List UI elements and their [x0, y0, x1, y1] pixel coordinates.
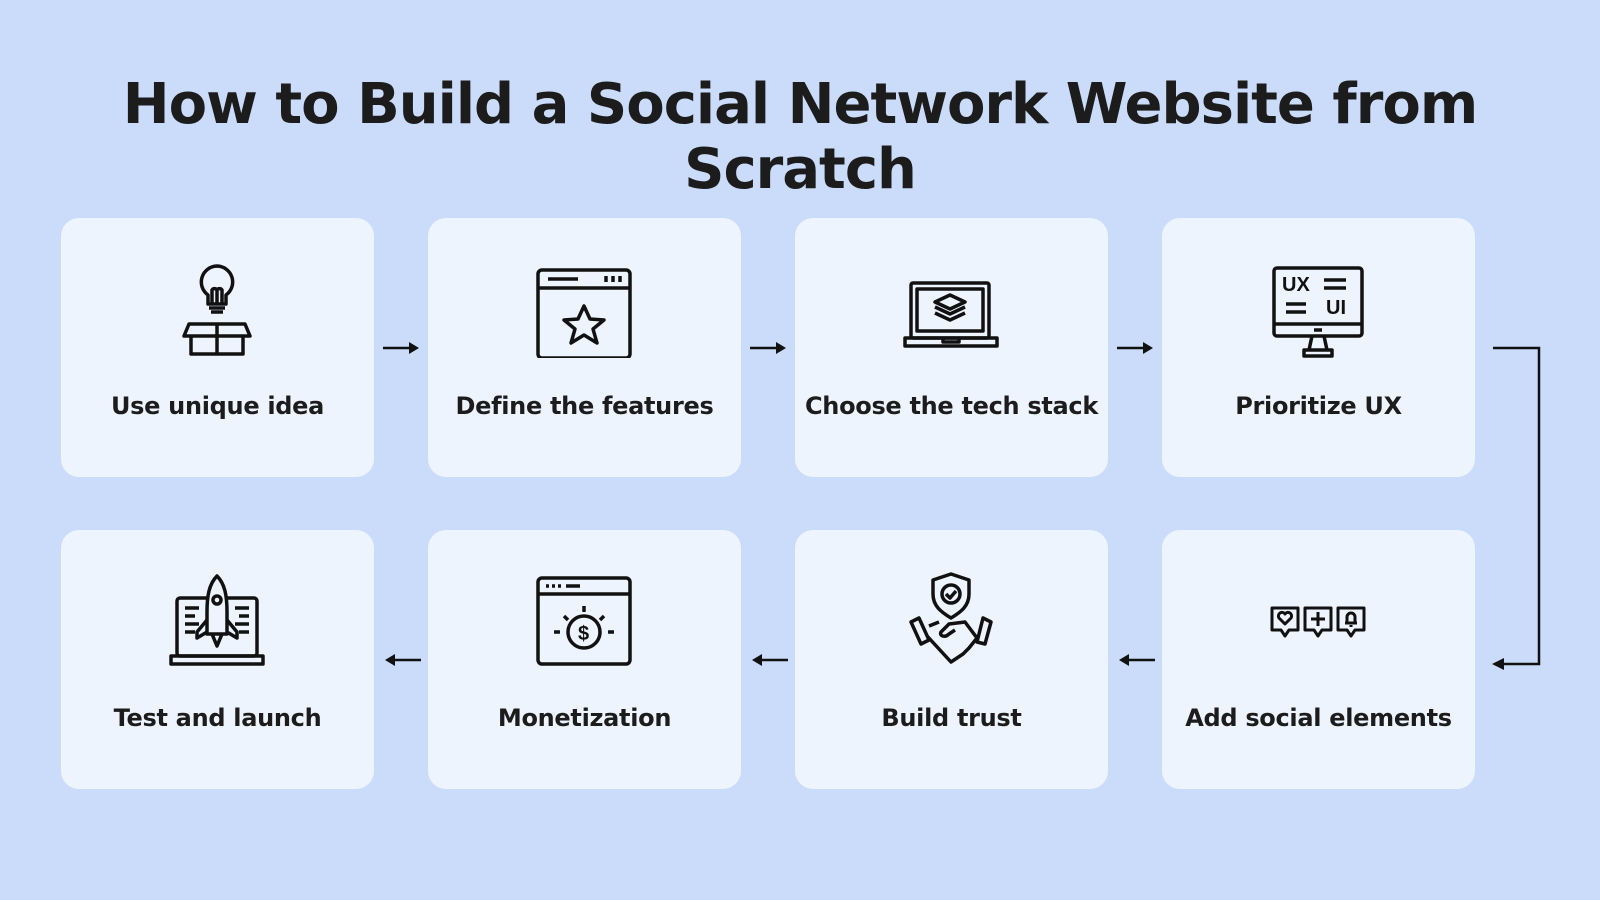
step-card-define-the-features: Define the features — [428, 218, 741, 477]
arrow-right-icon — [1117, 342, 1153, 354]
connector-arrow-down-icon — [1492, 346, 1541, 670]
step-label: Monetization — [497, 704, 672, 732]
arrow-right-icon — [750, 342, 786, 354]
browser-dollar-icon: $ — [536, 576, 632, 666]
svg-text:$: $ — [578, 623, 589, 645]
arrow-left-icon — [752, 654, 788, 666]
svg-text:UX: UX — [1282, 274, 1310, 296]
laptop-layers-icon — [903, 281, 999, 348]
step-card-use-unique-idea: Use unique idea — [61, 218, 374, 477]
step-label: Test and launch — [113, 704, 322, 732]
step-card-prioritize-ux: UX UI Prioritize UX — [1162, 218, 1475, 477]
step-label: Use unique idea — [110, 392, 325, 420]
step-card-monetization: $ Monetization — [428, 530, 741, 789]
step-label: Define the features — [455, 392, 714, 420]
step-card-add-social-elements: Add social elements — [1162, 530, 1475, 789]
step-card-test-and-launch: Test and launch — [61, 530, 374, 789]
svg-text:UI: UI — [1326, 297, 1346, 319]
page-title: How to Build a Social Network Website fr… — [122, 72, 1478, 202]
handshake-shield-icon — [909, 572, 993, 664]
step-label: Prioritize UX — [1235, 392, 1402, 420]
social-badges-icon — [1270, 606, 1366, 638]
step-label: Choose the tech stack — [804, 392, 1099, 420]
lightbulb-box-icon — [182, 264, 252, 356]
step-card-choose-the-tech-stack: Choose the tech stack — [795, 218, 1108, 477]
step-label: Build trust — [881, 704, 1022, 732]
browser-star-icon — [536, 268, 632, 358]
laptop-rocket-icon — [169, 574, 265, 666]
monitor-ux-ui-icon: UX UI — [1272, 266, 1364, 358]
step-label: Add social elements — [1185, 704, 1452, 732]
arrow-left-icon — [385, 654, 421, 666]
arrow-left-icon — [1119, 654, 1155, 666]
step-card-build-trust: Build trust — [795, 530, 1108, 789]
arrow-right-icon — [383, 342, 419, 354]
